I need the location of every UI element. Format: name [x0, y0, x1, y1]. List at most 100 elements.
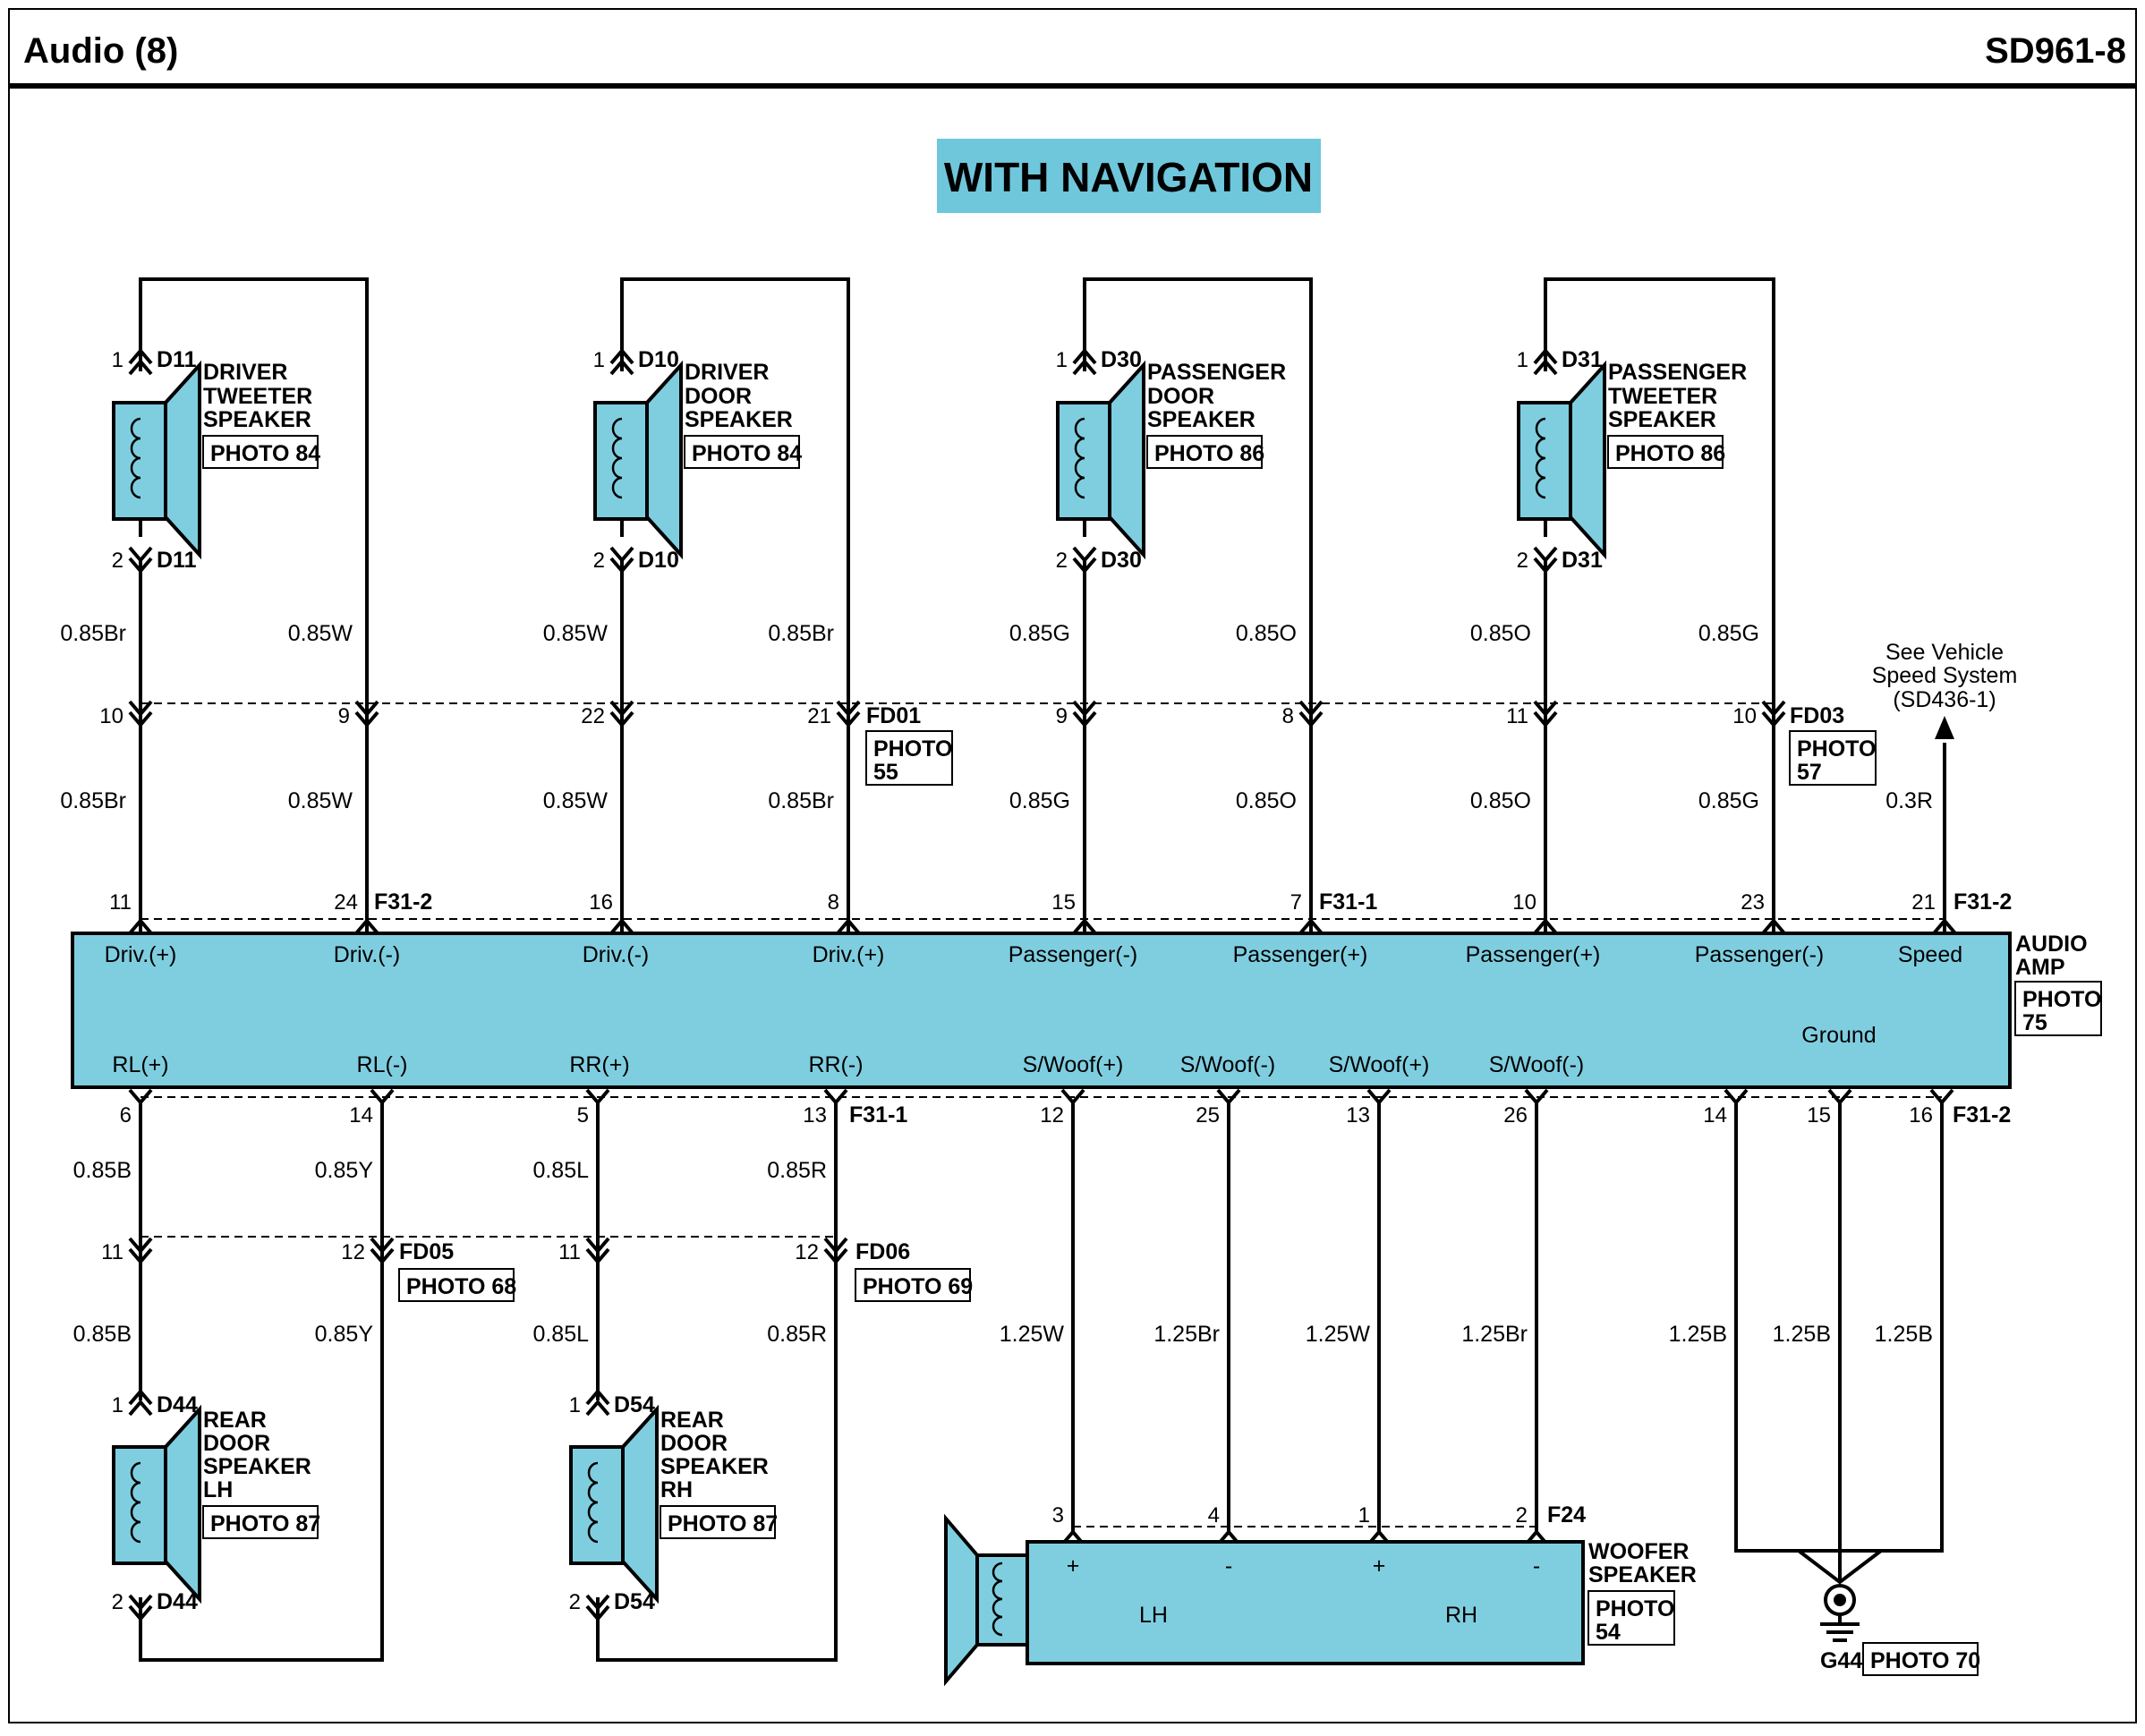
speaker-name: TWEETER: [1608, 384, 1717, 409]
photo-box-ground-text: PHOTO 70: [1870, 1648, 1980, 1673]
photo-box-woofer: [1587, 1590, 1675, 1646]
speaker-1-return-wire: [139, 277, 369, 935]
wire-color-label: 0.85Y: [315, 1322, 374, 1347]
pin-number: 21: [1911, 890, 1936, 915]
wire-color-label: 1.25W: [1000, 1322, 1065, 1347]
photo-box-fd03-text: PHOTO: [1797, 736, 1876, 762]
wire-color-label: 0.85W: [543, 788, 609, 813]
wire-color-label: 0.85G: [1698, 788, 1759, 813]
pin-number: 1: [1517, 348, 1528, 372]
wire-color-label: 0.85Y: [315, 1158, 374, 1183]
rear-speaker-2-pin2-mark: [585, 1594, 610, 1612]
speaker-name: PASSENGER: [1147, 360, 1286, 385]
speaker-2-pin1-mark: [609, 358, 634, 376]
wire-color-label: 0.85R: [767, 1158, 827, 1183]
speaker-name: TWEETER: [203, 384, 312, 409]
rear-speaker-1-magnet: [112, 1445, 167, 1565]
speaker-1-pin1-mark: [128, 347, 153, 365]
pin-number: 26: [1503, 1103, 1528, 1128]
rear-mid-connector-mark: [370, 1247, 395, 1265]
pin-number: 16: [1909, 1103, 1933, 1128]
wire-color-label: 0.85O: [1236, 788, 1297, 813]
amp-terminal-label: S/Woof(-): [1489, 1052, 1585, 1077]
pin-number: 4: [1208, 1503, 1220, 1528]
mid-connector-mark: [1298, 711, 1324, 728]
amp-terminal-label: RR(+): [569, 1052, 629, 1077]
mid-connector-mark: [836, 700, 861, 718]
speaker-name: SPEAKER: [685, 407, 793, 432]
rear-mid-connector-mark: [823, 1237, 848, 1255]
mid-connector-mark: [1533, 700, 1558, 718]
pin-number: 13: [803, 1103, 827, 1128]
amp-terminal-label: Passenger(+): [1233, 942, 1368, 967]
pin-number: 24: [334, 890, 358, 915]
speaker-name: SPEAKER: [1147, 407, 1256, 432]
connector-id: D30: [1101, 548, 1142, 573]
pin-number: 2: [1516, 1503, 1528, 1528]
amp-terminal-label: Passenger(-): [1695, 942, 1825, 967]
wire-color-label: 0.85Br: [60, 621, 126, 646]
speaker-2-magnet: [593, 401, 649, 521]
speaker-3-pin1-mark: [1072, 358, 1097, 376]
photo-box-fd05: [398, 1268, 515, 1302]
mid-connector-mark: [128, 711, 153, 728]
wire-layer: [128, 277, 1979, 1662]
photo-box-woofer-text: PHOTO: [1596, 1596, 1674, 1621]
amp-name: AMP: [2015, 955, 2065, 980]
amp-top-pin-mark: [354, 917, 379, 935]
speaker-name: DRIVER: [203, 360, 287, 385]
amp-terminal-label: Driv.(+): [813, 942, 885, 967]
connector-id: D54: [614, 1589, 655, 1614]
pin-number: 11: [1506, 704, 1528, 728]
speaker-name: DOOR: [203, 1431, 270, 1456]
connector-fd05: FD05: [399, 1239, 454, 1264]
speaker-name: DRIVER: [685, 360, 769, 385]
connector-f31-2: F31-2: [374, 889, 432, 915]
pin-number: 1: [1358, 1503, 1370, 1528]
wire-color-label: 1.25Br: [1153, 1322, 1220, 1347]
pin-number: 1: [593, 348, 605, 372]
pin-number: 7: [1290, 890, 1302, 915]
mid-connector-mark: [1533, 711, 1558, 728]
woofer-name: SPEAKER: [1588, 1562, 1697, 1587]
page-frame: [8, 8, 2137, 1723]
amp-terminal-label: Passenger(+): [1466, 942, 1601, 967]
speaker-name: SPEAKER: [203, 1454, 311, 1479]
photo-box: [684, 435, 800, 469]
pin-number: 1: [569, 1393, 581, 1417]
speaker-3-pin1-mark: [1072, 347, 1097, 365]
rear-speaker-2-pin1-mark: [585, 1399, 610, 1417]
photo-box-fd01: [865, 730, 953, 786]
photo-box-amp-text: 75: [2022, 1010, 2047, 1035]
pin-number: 12: [1040, 1103, 1064, 1128]
photo-box-ground: [1862, 1642, 1979, 1676]
photo-box-text: PHOTO 86: [1154, 441, 1264, 466]
photo-box-amp-text: PHOTO: [2022, 987, 2101, 1012]
rear-mid-connector-mark: [585, 1237, 610, 1255]
component-layer: [71, 360, 2102, 1687]
pin-number: 1: [1056, 348, 1068, 372]
connector-id: D31: [1562, 548, 1603, 573]
connector-id: D10: [638, 347, 679, 372]
photo-box: [202, 435, 319, 469]
photo-box-text: PHOTO 84: [210, 441, 320, 466]
wire-color-label: 0.85L: [532, 1322, 589, 1347]
mid-connector-mark: [609, 711, 634, 728]
wire-color-label: 1.25Br: [1461, 1322, 1528, 1347]
speaker-name: REAR: [203, 1408, 267, 1433]
connector-f31-2: F31-2: [1953, 889, 2012, 915]
amp-top-pin-mark: [1533, 917, 1558, 935]
pin-number: 12: [341, 1240, 365, 1264]
rear-speaker-2-pin2-mark: [585, 1604, 610, 1622]
pin-number: 11: [109, 890, 132, 915]
amp-terminal-label: Driv.(-): [583, 942, 650, 967]
amp-top-pin-mark: [1932, 917, 1957, 935]
pin-number: 10: [1512, 890, 1536, 915]
photo-box-woofer-text: 54: [1596, 1620, 1621, 1645]
photo-box: [202, 1505, 319, 1539]
connector-id: D44: [157, 1589, 198, 1614]
pin-number: 2: [1517, 549, 1528, 573]
speed-note: (SD436-1): [1893, 687, 1996, 712]
